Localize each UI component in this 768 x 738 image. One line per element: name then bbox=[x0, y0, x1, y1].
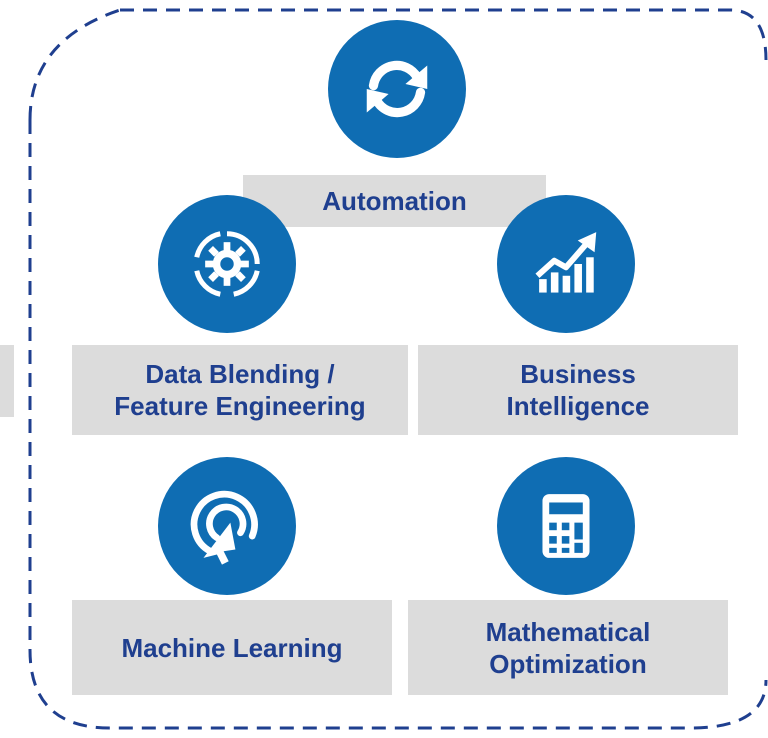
gear-icon bbox=[194, 231, 260, 297]
mathematical-optimization-label: Mathematical Optimization bbox=[408, 600, 728, 695]
automation-label: Automation bbox=[243, 175, 546, 227]
bar-chart-trend-icon bbox=[535, 232, 597, 293]
machine-learning-label: Machine Learning bbox=[72, 600, 392, 695]
calculator-icon bbox=[542, 494, 590, 558]
side-tab bbox=[0, 345, 14, 417]
target-cursor-icon bbox=[190, 490, 258, 565]
automation-circle bbox=[328, 20, 466, 158]
data-blending-circle bbox=[158, 195, 296, 333]
data-blending-label: Data Blending / Feature Engineering bbox=[72, 345, 408, 435]
mathematical-optimization-circle bbox=[497, 457, 635, 595]
business-intelligence-label: Business Intelligence bbox=[418, 345, 738, 435]
machine-learning-circle bbox=[158, 457, 296, 595]
business-intelligence-circle bbox=[497, 195, 635, 333]
sync-arrows-icon bbox=[366, 60, 428, 118]
